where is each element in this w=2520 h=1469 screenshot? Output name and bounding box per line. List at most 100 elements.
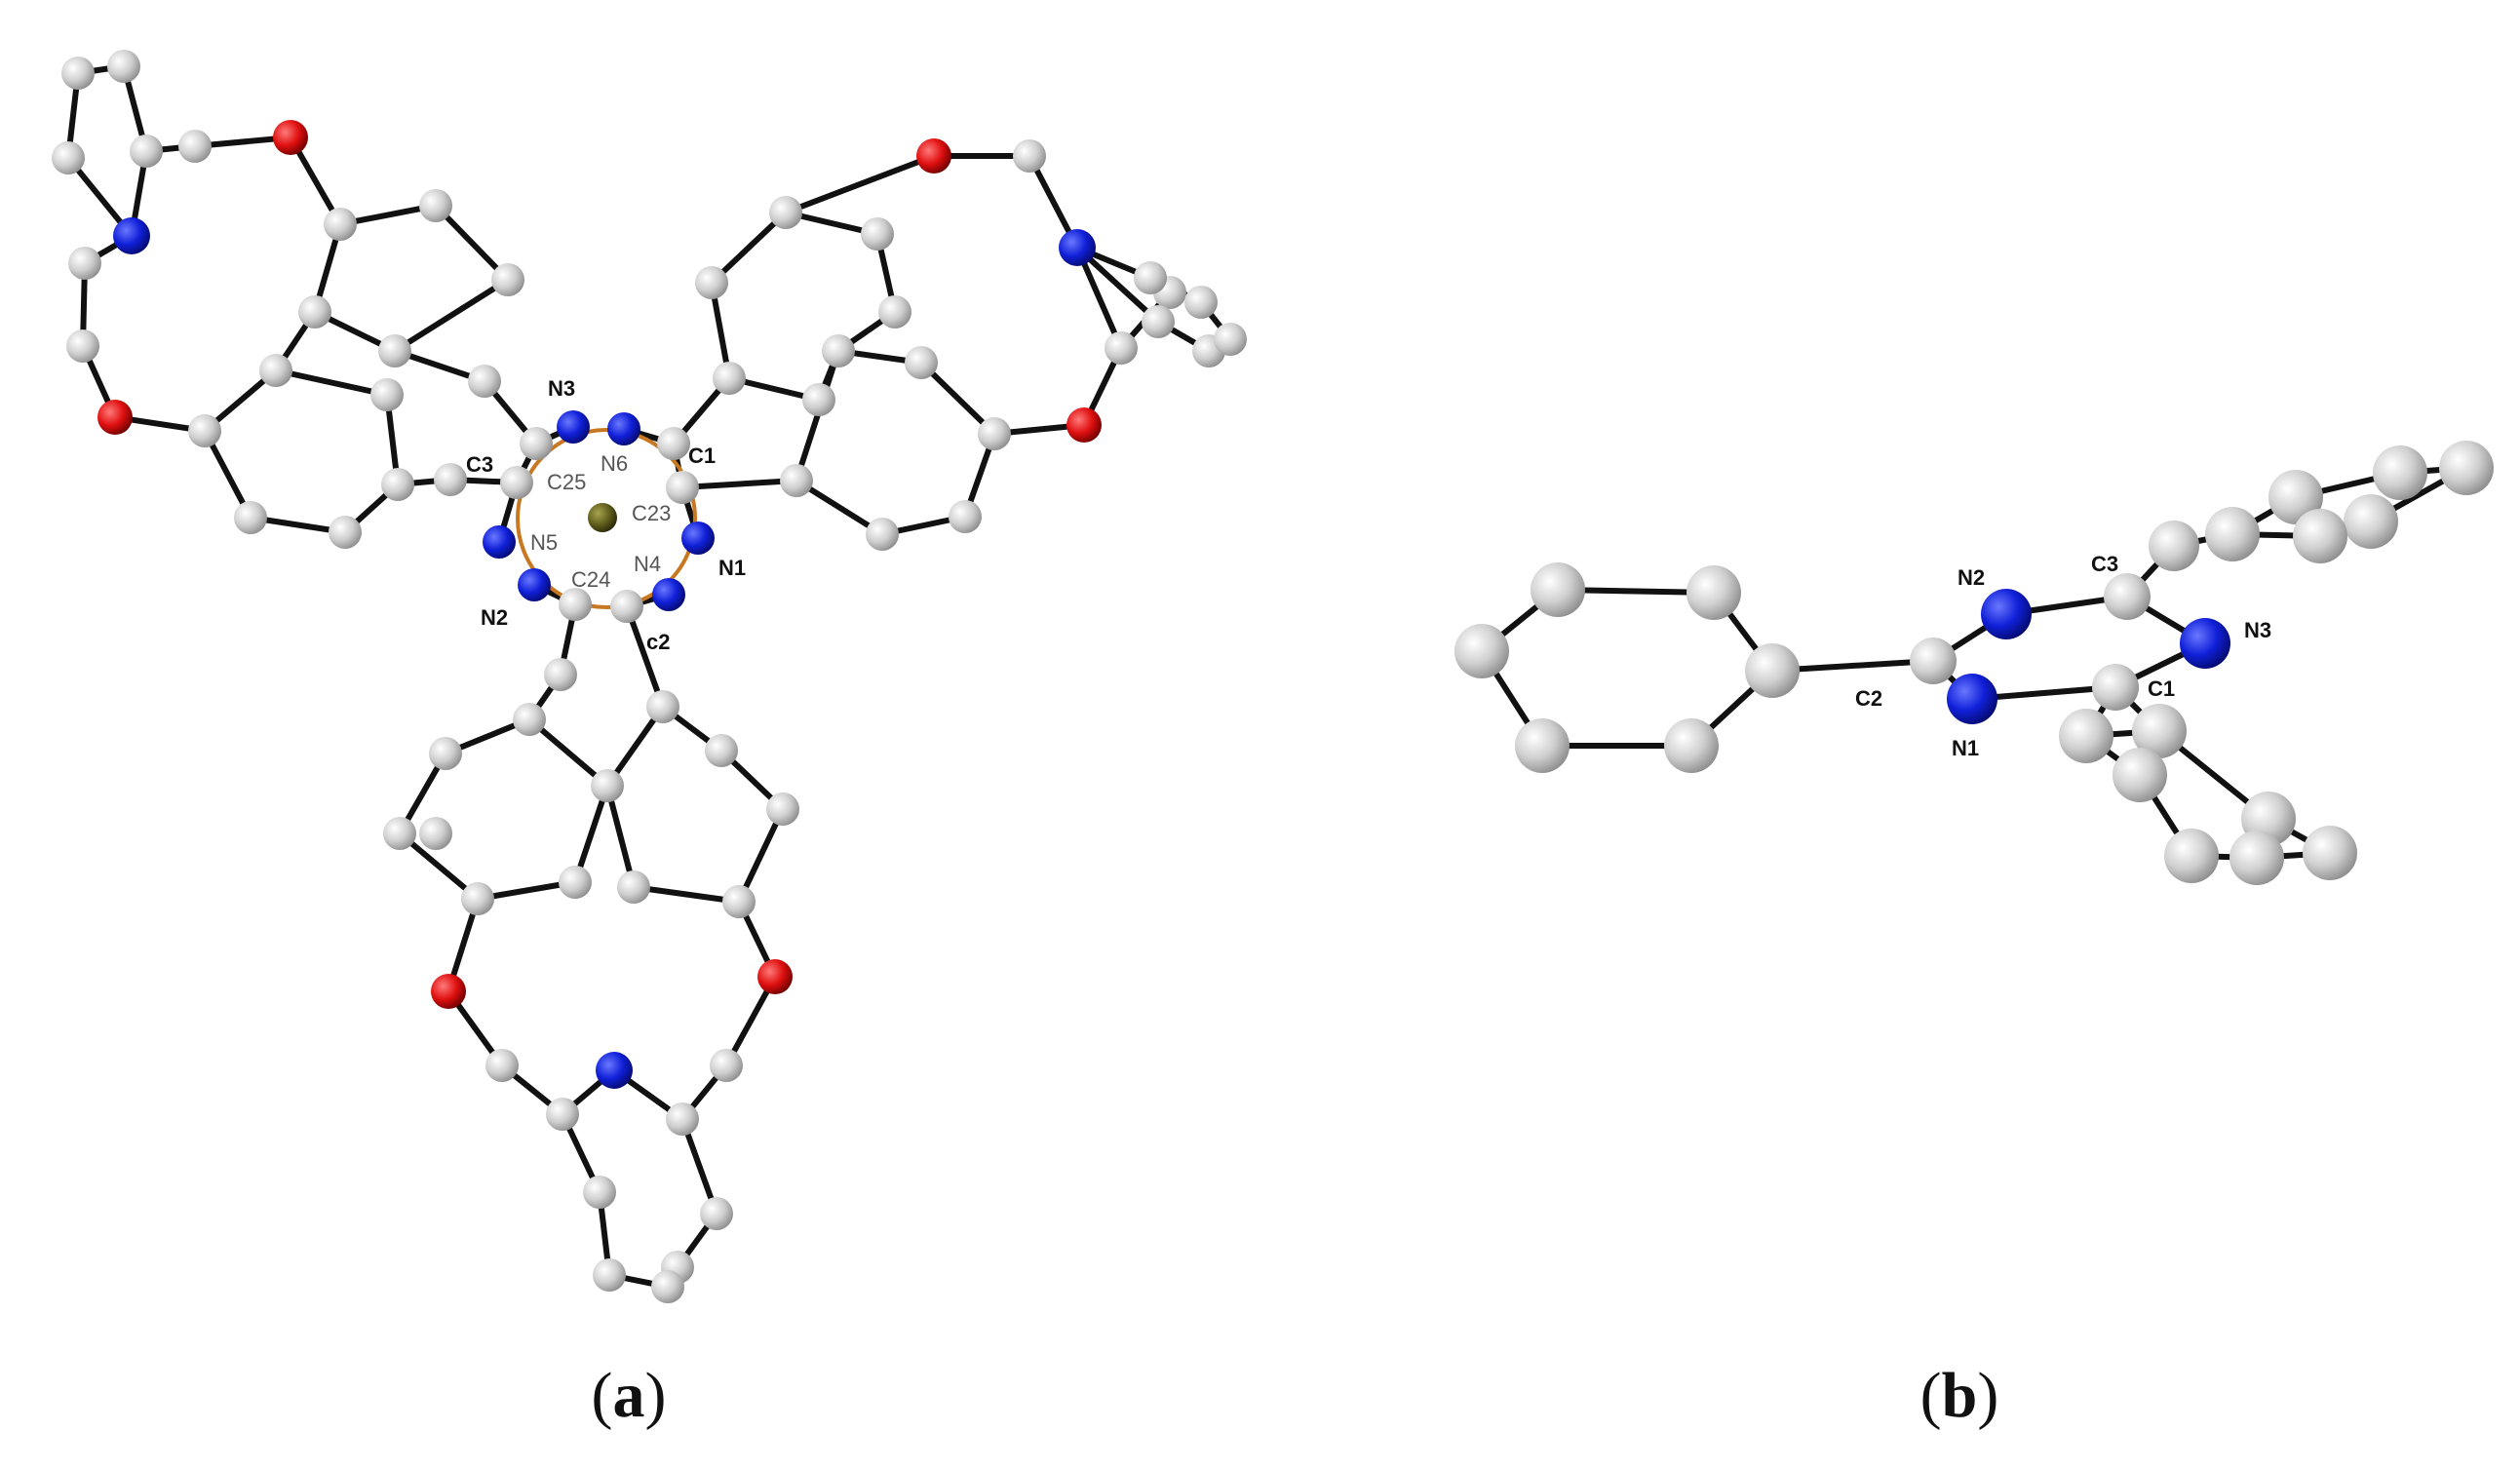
panel-a-carbon-atom bbox=[500, 466, 533, 499]
panel-a-carbon-atom bbox=[178, 130, 212, 163]
panel-b-carbon-atom bbox=[2113, 748, 2167, 802]
panel-a-bond bbox=[526, 716, 610, 789]
panel-a-carbon-atom bbox=[513, 703, 546, 736]
panel-a-bond bbox=[631, 884, 742, 905]
panel-b-carbon-atom bbox=[2303, 826, 2357, 880]
label-b-c1: C1 bbox=[2148, 677, 2175, 701]
panel-a-oxygen-atom bbox=[757, 959, 793, 994]
panel-a-carbon-atom bbox=[861, 217, 894, 251]
label-b-n3: N3 bbox=[2244, 618, 2271, 642]
panel-b-carbon-atom bbox=[2104, 573, 2151, 620]
panel-b-carbon-atom bbox=[2149, 521, 2199, 571]
panel-a-carbon-atom bbox=[429, 737, 462, 770]
panel-a-carbon-atom bbox=[700, 1197, 733, 1230]
panel-a-carbon-atom bbox=[705, 734, 738, 767]
panel-a-nitrogen-atom bbox=[113, 217, 150, 254]
panel-a-carbon-atom bbox=[1013, 139, 1046, 173]
label-a-n3: N3 bbox=[548, 376, 575, 401]
panel-a-bond bbox=[709, 210, 789, 286]
panel-b-carbon-atom bbox=[2229, 831, 2284, 885]
panel-a-nitrogen-atom bbox=[681, 522, 715, 555]
panel-a-bond bbox=[604, 783, 637, 890]
panel-b-triphenyltriazine-structure bbox=[1454, 441, 2494, 885]
panel-a-carbon-atom bbox=[583, 1176, 616, 1209]
panel-a-carbon-atom bbox=[520, 427, 553, 460]
panel-a-bond bbox=[273, 367, 390, 398]
panel-b-carbon-atom bbox=[1531, 562, 1585, 617]
panel-a-carbon-atom bbox=[802, 383, 835, 416]
panel-a-carbon-atom bbox=[66, 329, 99, 363]
label-a-c24: C24 bbox=[571, 567, 610, 592]
panel-a-nitrogen-atom bbox=[1059, 229, 1096, 266]
panel-b-atoms bbox=[1454, 441, 2494, 885]
panel-a-metal-centroid-atom bbox=[588, 503, 617, 532]
panel-a-carbon-atom bbox=[878, 295, 911, 329]
panel-a-carbon-atom bbox=[419, 817, 452, 850]
panel-a-bond bbox=[624, 603, 666, 710]
panel-b-nitrogen-atom bbox=[1947, 674, 1997, 724]
panel-a-carbon-atom bbox=[329, 516, 362, 549]
panel-b-nitrogen-atom bbox=[1981, 589, 2032, 639]
panel-a-carbon-atom bbox=[188, 414, 221, 447]
panel-a-carbon-atom bbox=[1184, 286, 1218, 319]
panel-a-carbon-atom bbox=[780, 464, 813, 497]
panel-a-bonds bbox=[65, 63, 1233, 1290]
label-a-n6: N6 bbox=[601, 451, 628, 476]
panel-a-carbon-atom bbox=[370, 378, 404, 411]
panel-a-nitrogen-atom bbox=[596, 1052, 633, 1089]
panel-a-carbon-atom bbox=[434, 463, 467, 496]
panel-a-carbon-atom bbox=[651, 1270, 684, 1303]
panel-b-carbon-atom bbox=[2293, 509, 2347, 563]
panel-a-carbon-atom bbox=[610, 590, 643, 623]
panel-a-carbon-atom bbox=[646, 690, 679, 723]
panel-a-nitrogen-atom bbox=[483, 525, 516, 559]
panel-b-carbon-atom bbox=[1664, 718, 1719, 773]
panel-a-bond bbox=[736, 806, 786, 905]
panel-a-carbon-atom bbox=[559, 588, 592, 621]
panel-a-carbon-atom bbox=[713, 362, 746, 395]
central-ring-outline bbox=[516, 428, 697, 609]
panel-a-nitrogen-atom bbox=[557, 410, 590, 444]
panel-a-nitrogen-atom bbox=[607, 412, 640, 445]
panel-b-carbon-atom bbox=[2344, 494, 2398, 549]
panel-a-bond bbox=[794, 478, 885, 537]
panel-a-carbon-atom bbox=[324, 208, 357, 241]
label-a-n4: N4 bbox=[634, 552, 661, 576]
panel-b-carbon-atom bbox=[1686, 565, 1741, 620]
label-a-n5: N5 bbox=[530, 530, 558, 555]
label-b-n1: N1 bbox=[1952, 736, 1979, 760]
panel-b-carbon-atom bbox=[2205, 507, 2260, 561]
label-a-c3: C3 bbox=[466, 452, 493, 477]
panel-b-carbon-atom bbox=[2439, 441, 2494, 495]
panel-a-carbon-atom bbox=[61, 57, 95, 90]
panel-b-carbon-atom bbox=[1745, 643, 1800, 698]
panel-a-bond bbox=[572, 783, 610, 885]
panel-a-carbon-atom bbox=[1105, 331, 1138, 365]
panel-b-carbon-atom bbox=[1515, 718, 1570, 773]
panel-a-carbon-atom bbox=[617, 870, 650, 904]
panel-a-carbon-atom bbox=[544, 658, 577, 691]
panel-a-carbon-atom bbox=[68, 247, 101, 280]
label-a-c1: C1 bbox=[688, 444, 716, 468]
panel-a-oxygen-atom bbox=[97, 400, 133, 435]
panel-a-carbon-atom bbox=[722, 885, 756, 918]
panel-a-carbon-atom bbox=[710, 1049, 743, 1082]
label-b-c2: C2 bbox=[1855, 686, 1882, 711]
panel-a-nitrogen-atom bbox=[652, 578, 685, 611]
label-a-c2: c2 bbox=[646, 630, 670, 654]
label-b-n2: N2 bbox=[1958, 565, 1985, 590]
panel-a-carbon-atom bbox=[1214, 323, 1247, 356]
panel-b-nitrogen-atom bbox=[2180, 618, 2230, 669]
panel-a-oxygen-atom bbox=[1066, 407, 1102, 443]
panel-b-carbon-atom bbox=[1910, 638, 1957, 684]
panel-a-carbon-atom bbox=[591, 769, 624, 802]
panel-a-carbon-atom bbox=[468, 365, 501, 398]
panel-a-carbon-atom bbox=[378, 334, 411, 367]
panel-b-carbon-atom bbox=[2268, 470, 2323, 524]
panel-a-oxygen-atom bbox=[273, 120, 308, 155]
panel-a-carbon-atom bbox=[905, 346, 938, 379]
panel-a-nitrogen-atom bbox=[518, 568, 551, 601]
panel-a-oxygen-atom bbox=[916, 138, 951, 174]
panel-a-bond bbox=[679, 478, 799, 490]
panel-a-carbon-atom bbox=[419, 189, 452, 222]
